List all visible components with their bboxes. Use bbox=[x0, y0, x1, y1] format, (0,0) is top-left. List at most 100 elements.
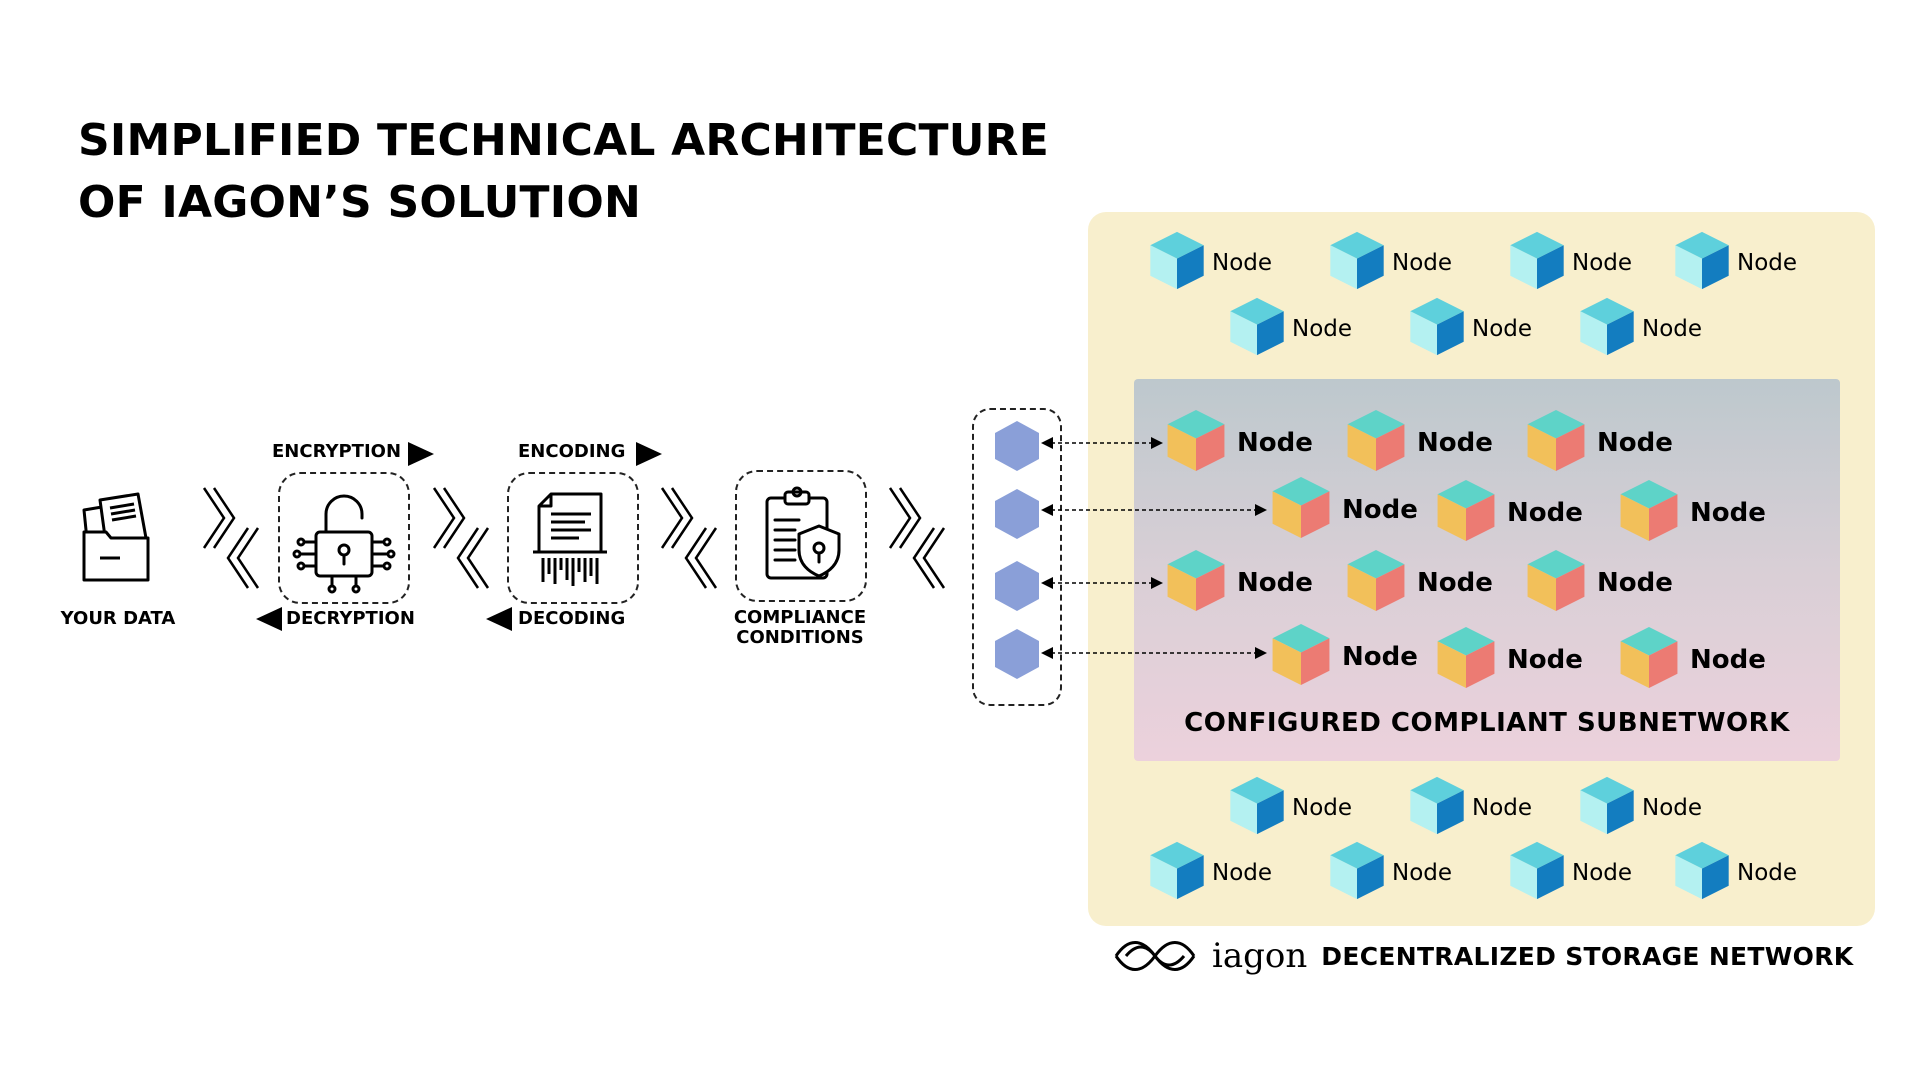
hexagon-icon bbox=[995, 421, 1039, 471]
node-label: Node bbox=[1417, 567, 1493, 598]
decoding-label: DECODING bbox=[518, 608, 626, 629]
hexagon-icon bbox=[995, 561, 1039, 611]
storage-node: Node bbox=[1525, 408, 1673, 477]
storage-node: Node bbox=[1165, 408, 1313, 477]
chevron-arrows-2 bbox=[432, 487, 490, 589]
cube-icon bbox=[1435, 478, 1497, 547]
your-data-label: YOUR DATA bbox=[60, 608, 176, 629]
encoding-label: ENCODING bbox=[518, 441, 626, 462]
compliance-label: COMPLIANCE CONDITIONS bbox=[720, 608, 880, 648]
cube-icon bbox=[1508, 230, 1566, 295]
storage-node: Node bbox=[1328, 230, 1452, 295]
node-label: Node bbox=[1737, 249, 1798, 276]
node-label: Node bbox=[1292, 794, 1353, 821]
storage-node: Node bbox=[1270, 622, 1418, 691]
compliance-box bbox=[735, 470, 867, 602]
storage-node: Node bbox=[1673, 230, 1797, 295]
chevron-arrows-3 bbox=[660, 487, 718, 589]
network-caption-text: DECENTRALIZED STORAGE NETWORK bbox=[1321, 941, 1854, 971]
cube-icon bbox=[1578, 296, 1636, 361]
node-label: Node bbox=[1212, 249, 1273, 276]
cube-icon bbox=[1408, 775, 1466, 840]
cube-icon bbox=[1328, 840, 1386, 905]
storage-node: Node bbox=[1618, 478, 1766, 547]
node-label: Node bbox=[1472, 794, 1533, 821]
storage-node: Node bbox=[1345, 408, 1493, 477]
storage-node: Node bbox=[1165, 548, 1313, 617]
storage-node: Node bbox=[1228, 775, 1352, 840]
storage-node: Node bbox=[1408, 296, 1532, 361]
storage-node: Node bbox=[1508, 230, 1632, 295]
subnetwork-label: CONFIGURED COMPLIANT SUBNETWORK bbox=[1184, 708, 1790, 738]
encoding-box bbox=[507, 472, 639, 604]
storage-node: Node bbox=[1435, 625, 1583, 694]
title-line-2: OF IAGON’S SOLUTION bbox=[78, 177, 641, 228]
node-label: Node bbox=[1417, 427, 1493, 458]
node-label: Node bbox=[1572, 249, 1633, 276]
encryption-arrow-icon bbox=[408, 442, 434, 466]
cube-icon bbox=[1525, 548, 1587, 617]
storage-node: Node bbox=[1270, 475, 1418, 544]
compliance-label-line-2: CONDITIONS bbox=[736, 627, 864, 648]
node-label: Node bbox=[1572, 859, 1633, 886]
node-label: Node bbox=[1237, 567, 1313, 598]
node-label: Node bbox=[1597, 427, 1673, 458]
storage-node: Node bbox=[1578, 775, 1702, 840]
cube-icon bbox=[1508, 840, 1566, 905]
node-label: Node bbox=[1690, 644, 1766, 675]
compliant-subnetwork-area bbox=[1134, 379, 1840, 761]
node-label: Node bbox=[1292, 315, 1353, 342]
hexagon-icon bbox=[995, 489, 1039, 539]
node-label: Node bbox=[1342, 494, 1418, 525]
chevron-arrows-1 bbox=[202, 487, 260, 589]
iagon-logo-icon bbox=[1114, 941, 1196, 971]
hexagon-icon bbox=[995, 629, 1039, 679]
cube-icon bbox=[1673, 840, 1731, 905]
storage-node: Node bbox=[1525, 548, 1673, 617]
node-label: Node bbox=[1642, 315, 1703, 342]
storage-node: Node bbox=[1435, 478, 1583, 547]
node-label: Node bbox=[1737, 859, 1798, 886]
cube-icon bbox=[1618, 478, 1680, 547]
encryption-box bbox=[278, 472, 410, 604]
storage-node: Node bbox=[1148, 840, 1272, 905]
cube-icon bbox=[1345, 408, 1407, 477]
network-caption: iagon DECENTRALIZED STORAGE NETWORK bbox=[1112, 934, 1853, 978]
cube-icon bbox=[1435, 625, 1497, 694]
cube-icon bbox=[1618, 625, 1680, 694]
decoding-arrow-icon bbox=[486, 607, 512, 631]
unlocked-padlock-circuit-icon bbox=[292, 494, 396, 594]
node-label: Node bbox=[1642, 794, 1703, 821]
storage-node: Node bbox=[1148, 230, 1272, 295]
decryption-label: DECRYPTION bbox=[286, 608, 415, 629]
storage-node: Node bbox=[1508, 840, 1632, 905]
node-label: Node bbox=[1392, 249, 1453, 276]
page-title: SIMPLIFIED TECHNICAL ARCHITECTURE OF IAG… bbox=[78, 110, 1049, 234]
node-label: Node bbox=[1507, 644, 1583, 675]
node-label: Node bbox=[1237, 427, 1313, 458]
cube-icon bbox=[1270, 622, 1332, 691]
storage-node: Node bbox=[1618, 625, 1766, 694]
cube-icon bbox=[1578, 775, 1636, 840]
cube-icon bbox=[1165, 548, 1227, 617]
cube-icon bbox=[1673, 230, 1731, 295]
chevron-arrows-4 bbox=[888, 487, 946, 589]
iagon-brand: iagon bbox=[1212, 936, 1308, 976]
node-label: Node bbox=[1507, 497, 1583, 528]
decryption-arrow-icon bbox=[256, 607, 282, 631]
cube-icon bbox=[1228, 296, 1286, 361]
node-label: Node bbox=[1472, 315, 1533, 342]
node-label: Node bbox=[1597, 567, 1673, 598]
cube-icon bbox=[1525, 408, 1587, 477]
encoding-arrow-icon bbox=[636, 442, 662, 466]
cube-icon bbox=[1345, 548, 1407, 617]
node-label: Node bbox=[1690, 497, 1766, 528]
node-label: Node bbox=[1342, 641, 1418, 672]
encryption-label: ENCRYPTION bbox=[272, 441, 402, 462]
cube-icon bbox=[1270, 475, 1332, 544]
storage-node: Node bbox=[1328, 840, 1452, 905]
node-label: Node bbox=[1392, 859, 1453, 886]
storage-node: Node bbox=[1578, 296, 1702, 361]
title-line-1: SIMPLIFIED TECHNICAL ARCHITECTURE bbox=[78, 115, 1049, 166]
